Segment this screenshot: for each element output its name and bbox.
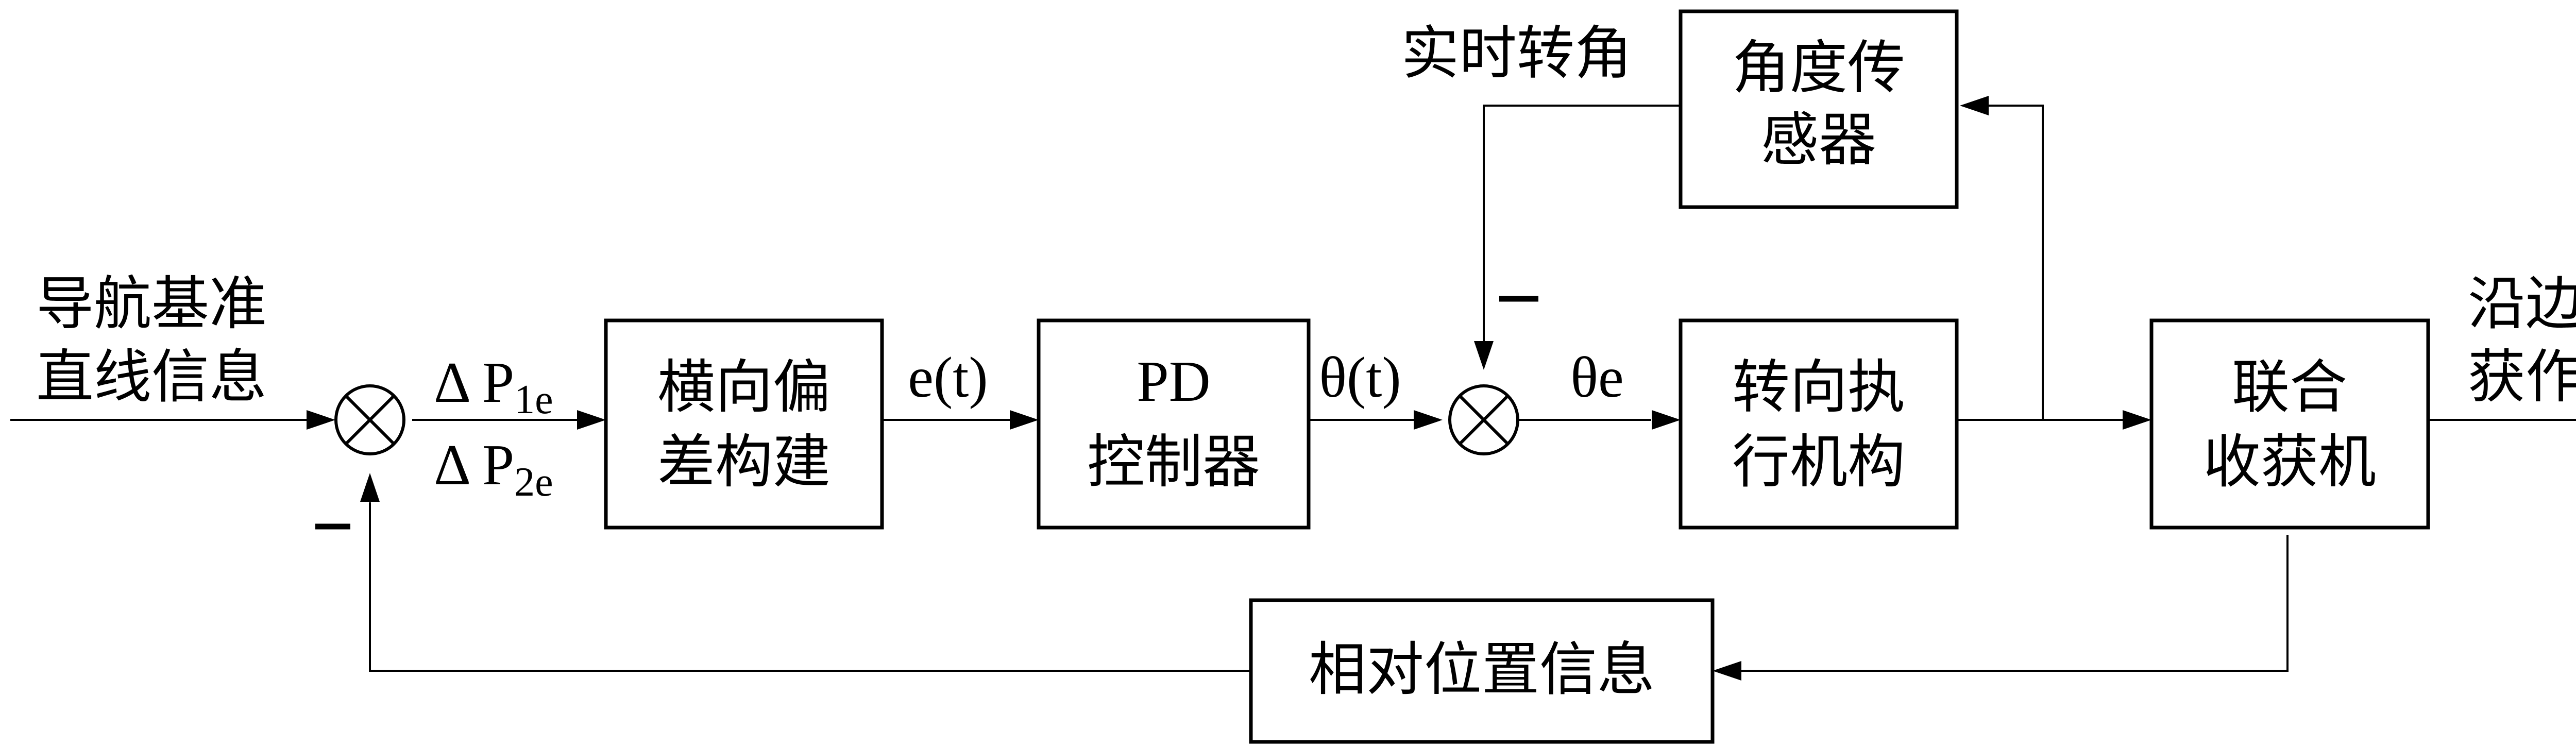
arrowheads [307, 96, 2151, 681]
block-lateral-deviation-line1: 横向偏 [657, 354, 831, 421]
delta-p1-label: Δ P1e [434, 351, 553, 422]
position-feed-wire [1741, 535, 2289, 672]
block-combine-harvester-line1: 联合 [2232, 354, 2347, 421]
block-lateral-deviation-line2: 差构建 [657, 429, 831, 496]
block-steering-actuator-line2: 行机构 [1732, 429, 1905, 496]
block-pd-controller-line2: 控制器 [1087, 429, 1260, 496]
input-label-line2: 直线信息 [36, 344, 267, 411]
summing-junction-2 [1448, 384, 1519, 455]
realtime-angle-label: 实时转角 [1401, 20, 1632, 87]
block-angle-sensor-line1: 角度传 [1732, 35, 1905, 101]
arrowhead [360, 473, 380, 502]
block-combine-harvester: 联合 收获机 [2149, 318, 2430, 530]
delta-p2-label: Δ P2e [434, 433, 553, 505]
theta-e-label: θe [1570, 346, 1623, 410]
input-label-line1: 导航基准 [36, 270, 267, 337]
arrowhead [307, 410, 335, 430]
sensor-feed-wire [1989, 105, 2044, 420]
arrowhead [1414, 410, 1443, 430]
block-relative-position-label: 相对位置信息 [1309, 636, 1655, 703]
arrowhead [1474, 341, 1494, 370]
summing-junction-1 [334, 384, 405, 455]
output-label-line1: 沿边收 [2468, 270, 2576, 337]
block-pd-controller: PD 控制器 [1037, 318, 1311, 530]
arrowhead [1960, 96, 1989, 115]
arrowhead [577, 410, 606, 430]
error-label: e(t) [908, 346, 988, 410]
arrowhead [1010, 410, 1039, 430]
output-label-line2: 获作业 [2468, 344, 2576, 411]
block-steering-actuator: 转向执 行机构 [1679, 318, 1959, 530]
block-combine-harvester-line2: 收获机 [2203, 429, 2376, 496]
block-relative-position: 相对位置信息 [1249, 598, 1715, 744]
block-lateral-deviation: 横向偏 差构建 [604, 318, 884, 530]
theta-label: θ(t) [1319, 346, 1401, 410]
block-steering-actuator-line1: 转向执 [1732, 354, 1905, 421]
arrowhead [1713, 661, 1741, 681]
block-angle-sensor-line2: 感器 [1761, 107, 1876, 174]
signal-wires [10, 105, 2576, 672]
arrowhead [2123, 410, 2151, 430]
position-feedback-wire [369, 502, 1251, 672]
block-pd-controller-line1: PD [1137, 350, 1210, 414]
angle-feedback-wire [1483, 105, 1681, 341]
arrowhead [1652, 410, 1681, 430]
block-angle-sensor: 角度传 感器 [1679, 9, 1959, 209]
